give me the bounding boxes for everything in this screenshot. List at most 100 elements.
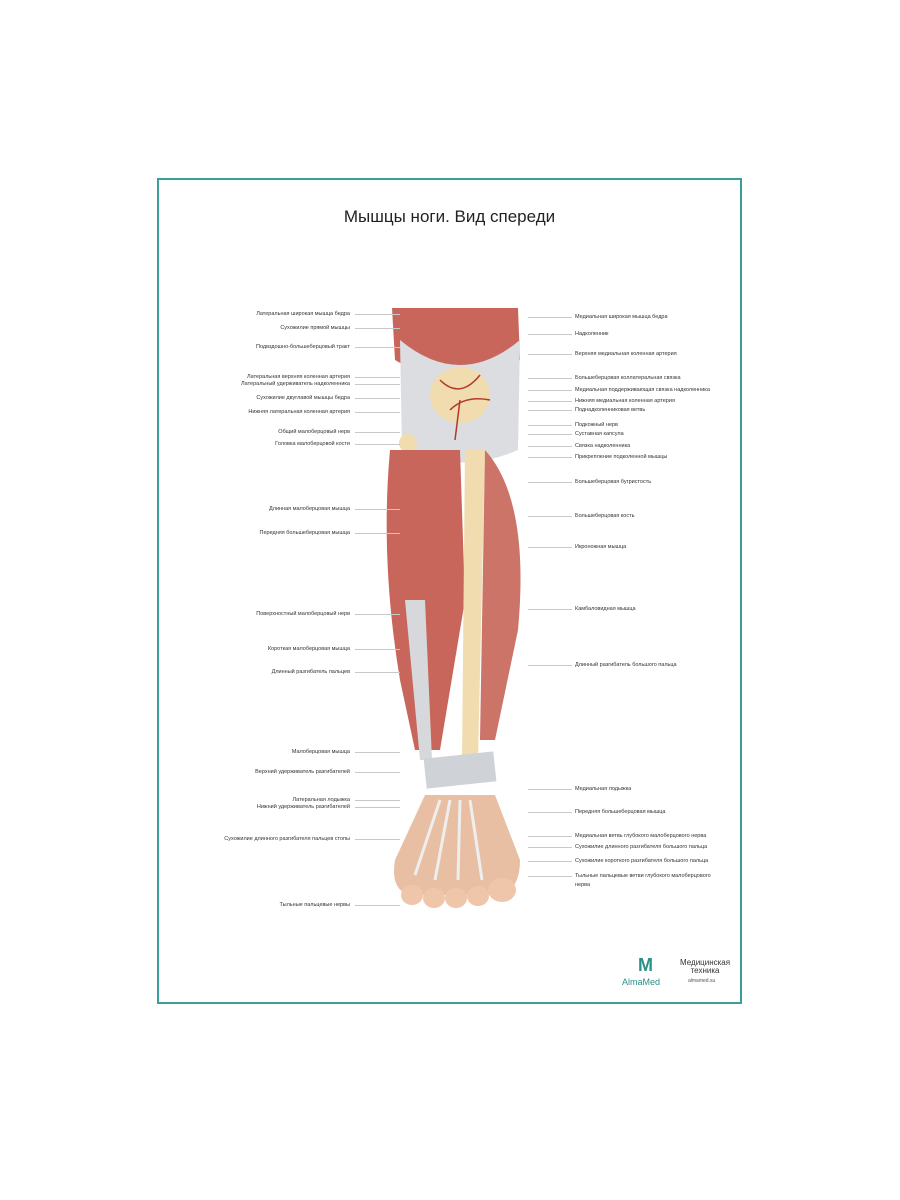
label-right: Медиальная ветвь глубокого малоберцового… bbox=[575, 833, 707, 839]
label-left: Поверхностный малоберцовый нерв bbox=[256, 611, 350, 617]
label-right: Нижняя медиальная коленная артерия bbox=[575, 398, 675, 404]
leader-line bbox=[528, 609, 572, 610]
foot bbox=[394, 795, 520, 895]
leader-line bbox=[528, 401, 572, 402]
label-left: Латеральная лодыжка bbox=[292, 797, 351, 803]
logo-url: almamed.su bbox=[688, 978, 716, 984]
leader-line bbox=[528, 354, 572, 355]
toes bbox=[401, 878, 516, 908]
label-right: Суставная капсула bbox=[575, 431, 624, 437]
label-right: Связка надколенника bbox=[575, 443, 631, 449]
label-left: Сухожилие длинного разгибателя пальцев с… bbox=[224, 836, 350, 842]
label-right: Надколенник bbox=[575, 331, 609, 337]
leader-line bbox=[355, 752, 400, 753]
leader-line bbox=[528, 317, 572, 318]
leader-line bbox=[355, 412, 400, 413]
label-left: Тыльные пальцевые нервы bbox=[279, 902, 350, 908]
leader-line bbox=[528, 861, 572, 862]
leader-line bbox=[528, 457, 572, 458]
leader-line bbox=[355, 377, 400, 378]
label-right: Медиальная широкая мышца бедра bbox=[575, 314, 668, 320]
label-left: Латеральная широкая мышца бедра bbox=[256, 311, 350, 317]
label-left: Нижняя латеральная коленная артерия bbox=[248, 409, 350, 415]
label-left: Длинная малоберцовая мышца bbox=[269, 506, 350, 512]
label-left: Малоберцовая мышца bbox=[291, 749, 350, 755]
leader-line bbox=[528, 516, 572, 517]
leader-line bbox=[528, 334, 572, 335]
label-right: Камбаловидная мышца bbox=[575, 606, 636, 612]
leg-tendons bbox=[405, 600, 432, 760]
poster-title: Мышцы ноги. Вид спереди bbox=[343, 207, 556, 226]
leader-line bbox=[355, 672, 400, 673]
leader-line bbox=[528, 446, 572, 447]
foot-tendons bbox=[413, 799, 484, 881]
label-left: Латеральный удерживатель надколенника bbox=[241, 381, 350, 387]
calf-muscle bbox=[480, 450, 521, 740]
leader-line bbox=[355, 905, 400, 906]
label-right: нерва bbox=[575, 882, 591, 888]
leader-line bbox=[355, 444, 400, 445]
logo-mark-icon: M bbox=[638, 955, 653, 975]
label-left: Подвздошно-большеберцовый тракт bbox=[256, 344, 350, 350]
label-right: Большеберцовая коллатеральная связка bbox=[575, 375, 681, 381]
logo-tagline-2: техника bbox=[690, 966, 720, 975]
label-right: Сухожилие короткого разгибателя большого… bbox=[575, 858, 709, 864]
leader-line bbox=[355, 533, 400, 534]
leader-line bbox=[355, 772, 400, 773]
leader-line bbox=[355, 398, 400, 399]
label-left: Короткая малоберцовая мышца bbox=[267, 646, 350, 652]
leader-line bbox=[355, 314, 400, 315]
leader-line bbox=[528, 547, 572, 548]
leader-line bbox=[528, 425, 572, 426]
leader-line bbox=[528, 876, 572, 877]
leader-line bbox=[528, 482, 572, 483]
label-right: Прикрепление подколенной мышцы bbox=[575, 454, 668, 460]
label-right: Верхняя медиальная коленная артерия bbox=[575, 351, 677, 357]
label-right: Большеберцовая кость bbox=[575, 513, 635, 519]
label-left: Сухожилие двуглавой мышцы бедра bbox=[256, 395, 350, 401]
leader-line bbox=[528, 410, 572, 411]
leader-line bbox=[528, 812, 572, 813]
patella bbox=[430, 367, 490, 423]
leg-illustration bbox=[386, 308, 521, 908]
extensor-retinaculum bbox=[423, 751, 497, 789]
leader-line bbox=[355, 347, 400, 348]
leader-line bbox=[355, 384, 400, 385]
leader-line bbox=[528, 789, 572, 790]
label-right: Подкожный нерв bbox=[575, 422, 618, 428]
leader-line bbox=[355, 807, 400, 808]
label-right: Икроножная мышца bbox=[575, 544, 627, 550]
label-right: Медиальная поддерживающая связка надколе… bbox=[575, 387, 710, 393]
label-left: Сухожилие прямой мышцы bbox=[280, 325, 350, 331]
label-left: Длинный разгибатель пальцев bbox=[271, 669, 350, 675]
leader-line bbox=[355, 509, 400, 510]
leader-line bbox=[355, 328, 400, 329]
label-left: Головка малоберцовой кости bbox=[275, 441, 350, 447]
label-left: Нижний удерживатель разгибателей bbox=[256, 804, 350, 810]
leader-line bbox=[355, 839, 400, 840]
label-right: Передняя большеберцовая мышца bbox=[575, 809, 666, 815]
label-right: Тыльные пальцевые ветви глубокого малобе… bbox=[575, 873, 711, 879]
label-right: Поднадколенниковая ветвь bbox=[575, 407, 646, 413]
logo-tagline-1: Медицинская bbox=[680, 958, 731, 967]
label-left: Латеральная верхняя коленная артерия bbox=[247, 374, 350, 380]
leader-line bbox=[528, 378, 572, 379]
leader-line bbox=[355, 800, 400, 801]
label-right: Медиальная лодыжка bbox=[575, 786, 632, 792]
leader-line bbox=[355, 649, 400, 650]
leader-line bbox=[528, 434, 572, 435]
arteries bbox=[439, 374, 491, 441]
label-left: Общий малоберцовый нерв bbox=[278, 429, 350, 435]
lateral-leg-muscles bbox=[386, 450, 465, 750]
leader-line bbox=[528, 836, 572, 837]
tibia bbox=[462, 450, 485, 760]
label-right: Длинный разгибатель большого пальца bbox=[575, 662, 677, 668]
leader-line bbox=[528, 665, 572, 666]
label-left: Передняя большеберцовая мышца bbox=[259, 530, 350, 536]
logo-name: AlmaMed bbox=[622, 977, 661, 987]
fibula-head bbox=[399, 434, 417, 452]
leader-line bbox=[528, 390, 572, 391]
leader-line bbox=[528, 847, 572, 848]
leader-line bbox=[355, 432, 400, 433]
